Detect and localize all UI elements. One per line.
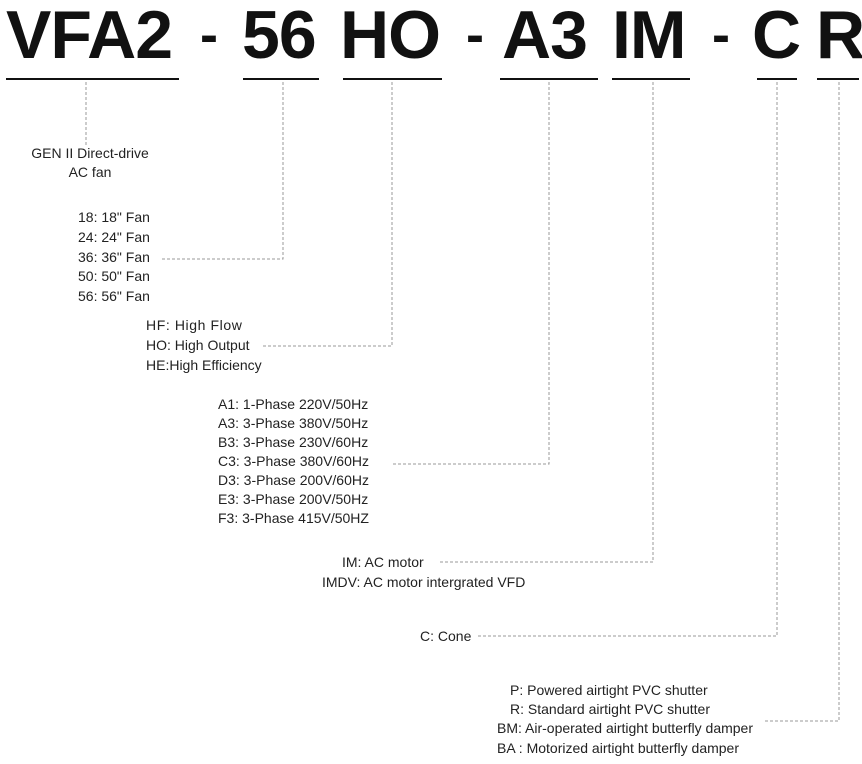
flow-option: HF: High Flow bbox=[146, 317, 243, 333]
series-label-line-1: GEN II Direct-drive bbox=[31, 145, 149, 161]
voltage-option: B3: 3-Phase 230V/60Hz bbox=[218, 434, 369, 450]
motor-option: IM: AC motor bbox=[342, 554, 424, 570]
voltage-option: A1: 1-Phase 220V/50Hz bbox=[218, 396, 369, 412]
cone-option: C: Cone bbox=[420, 628, 472, 644]
code-segment-shutter: R bbox=[816, 0, 862, 73]
size-option: 50: 50" Fan bbox=[78, 268, 150, 284]
code-segment-series: VFA2 bbox=[6, 0, 173, 73]
motor-option: IMDV: AC motor intergrated VFD bbox=[322, 574, 526, 590]
size-option: 36: 36" Fan bbox=[78, 249, 150, 265]
shutter-option: BA : Motorized airtight butterfly damper bbox=[497, 740, 739, 756]
underline-motor bbox=[612, 78, 690, 80]
connector-motor bbox=[438, 82, 654, 563]
code-separator: - bbox=[712, 5, 730, 65]
underline-cone bbox=[757, 78, 797, 80]
flow-option: HE:High Efficiency bbox=[146, 357, 262, 373]
series-label-line-2: AC fan bbox=[68, 164, 112, 180]
shutter-option: BM: Air-operated airtight butterfly damp… bbox=[497, 720, 754, 736]
code-segment-motor: IM bbox=[612, 0, 687, 73]
shutter-option: R: Standard airtight PVC shutter bbox=[510, 701, 710, 717]
voltage-option: F3: 3-Phase 415V/50HZ bbox=[218, 510, 369, 526]
connector-cone bbox=[476, 82, 778, 637]
connector-shutter bbox=[764, 82, 840, 722]
code-separator: - bbox=[466, 5, 484, 65]
code-segment-voltage: A3 bbox=[502, 0, 588, 73]
code-segment-cone: C bbox=[752, 0, 801, 73]
flow-option: HO: High Output bbox=[146, 337, 250, 353]
shutter-option: P: Powered airtight PVC shutter bbox=[510, 682, 708, 698]
voltage-option: A3: 3-Phase 380V/50Hz bbox=[218, 415, 369, 431]
size-option: 18: 18" Fan bbox=[78, 209, 150, 225]
voltage-option: C3: 3-Phase 380V/60Hz bbox=[218, 453, 369, 469]
voltage-option: D3: 3-Phase 200V/60Hz bbox=[218, 472, 369, 488]
voltage-option: E3: 3-Phase 200V/50Hz bbox=[218, 491, 369, 507]
code-segment-size: 56 bbox=[242, 0, 317, 73]
code-segment-flow: HO bbox=[340, 0, 441, 73]
underline-series bbox=[6, 78, 179, 80]
connector-voltage bbox=[392, 82, 550, 465]
size-option: 56: 56" Fan bbox=[78, 288, 150, 304]
underline-size bbox=[243, 78, 319, 80]
underline-flow bbox=[343, 78, 442, 80]
code-separator: - bbox=[200, 5, 218, 65]
underline-voltage bbox=[500, 78, 598, 80]
size-option: 24: 24" Fan bbox=[78, 229, 150, 245]
underline-shutter bbox=[817, 78, 859, 80]
connector-flow bbox=[262, 82, 393, 347]
connector-size bbox=[160, 82, 284, 260]
